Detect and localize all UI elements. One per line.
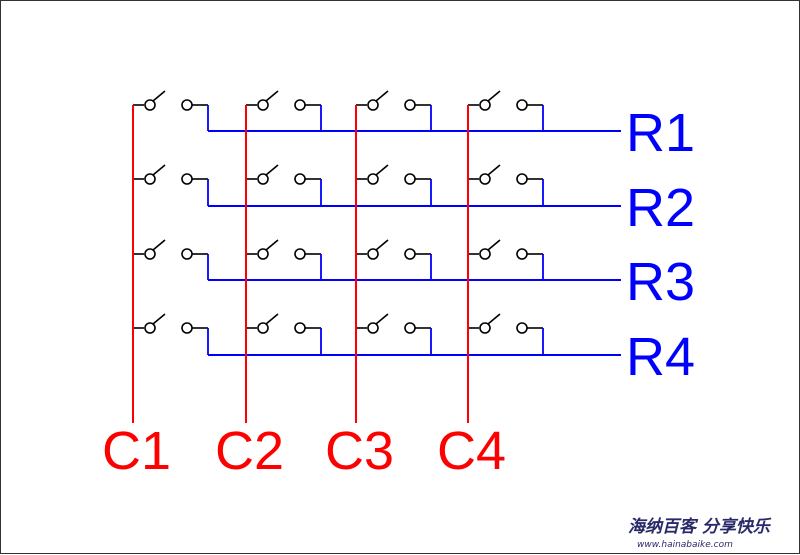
switch-r3-c2 (246, 239, 322, 280)
switch-r3-c4 (468, 239, 544, 280)
watermark-url: www.hainabaike.com (637, 540, 733, 550)
column-label-3: C3 (325, 421, 394, 481)
switch-r2-c1 (133, 164, 209, 206)
column-label-1: C1 (102, 421, 171, 481)
switch-r4-c1 (133, 313, 209, 355)
switch-r1-c2 (246, 90, 322, 131)
switch-r1-c1 (133, 90, 209, 131)
switch-r3-c3 (356, 239, 432, 280)
switch-r2-c2 (246, 164, 322, 206)
switch-r1-c4 (468, 90, 544, 131)
switch-r4-c3 (356, 313, 432, 355)
switch-r1-c3 (356, 90, 432, 131)
column-label-4: C4 (437, 421, 506, 481)
switch-r2-c4 (468, 164, 544, 206)
row-label-4: R4 (626, 327, 695, 387)
column-label-2: C2 (215, 421, 284, 481)
row-label-3: R3 (626, 252, 695, 312)
switch-r4-c2 (246, 313, 322, 355)
row-label-1: R1 (626, 103, 695, 163)
watermark-text: 海纳百客 分享快乐 (628, 517, 772, 537)
switch-r4-c4 (468, 313, 544, 355)
switch-r3-c1 (133, 239, 209, 280)
switch-r2-c3 (356, 164, 432, 206)
row-label-2: R2 (626, 178, 695, 238)
